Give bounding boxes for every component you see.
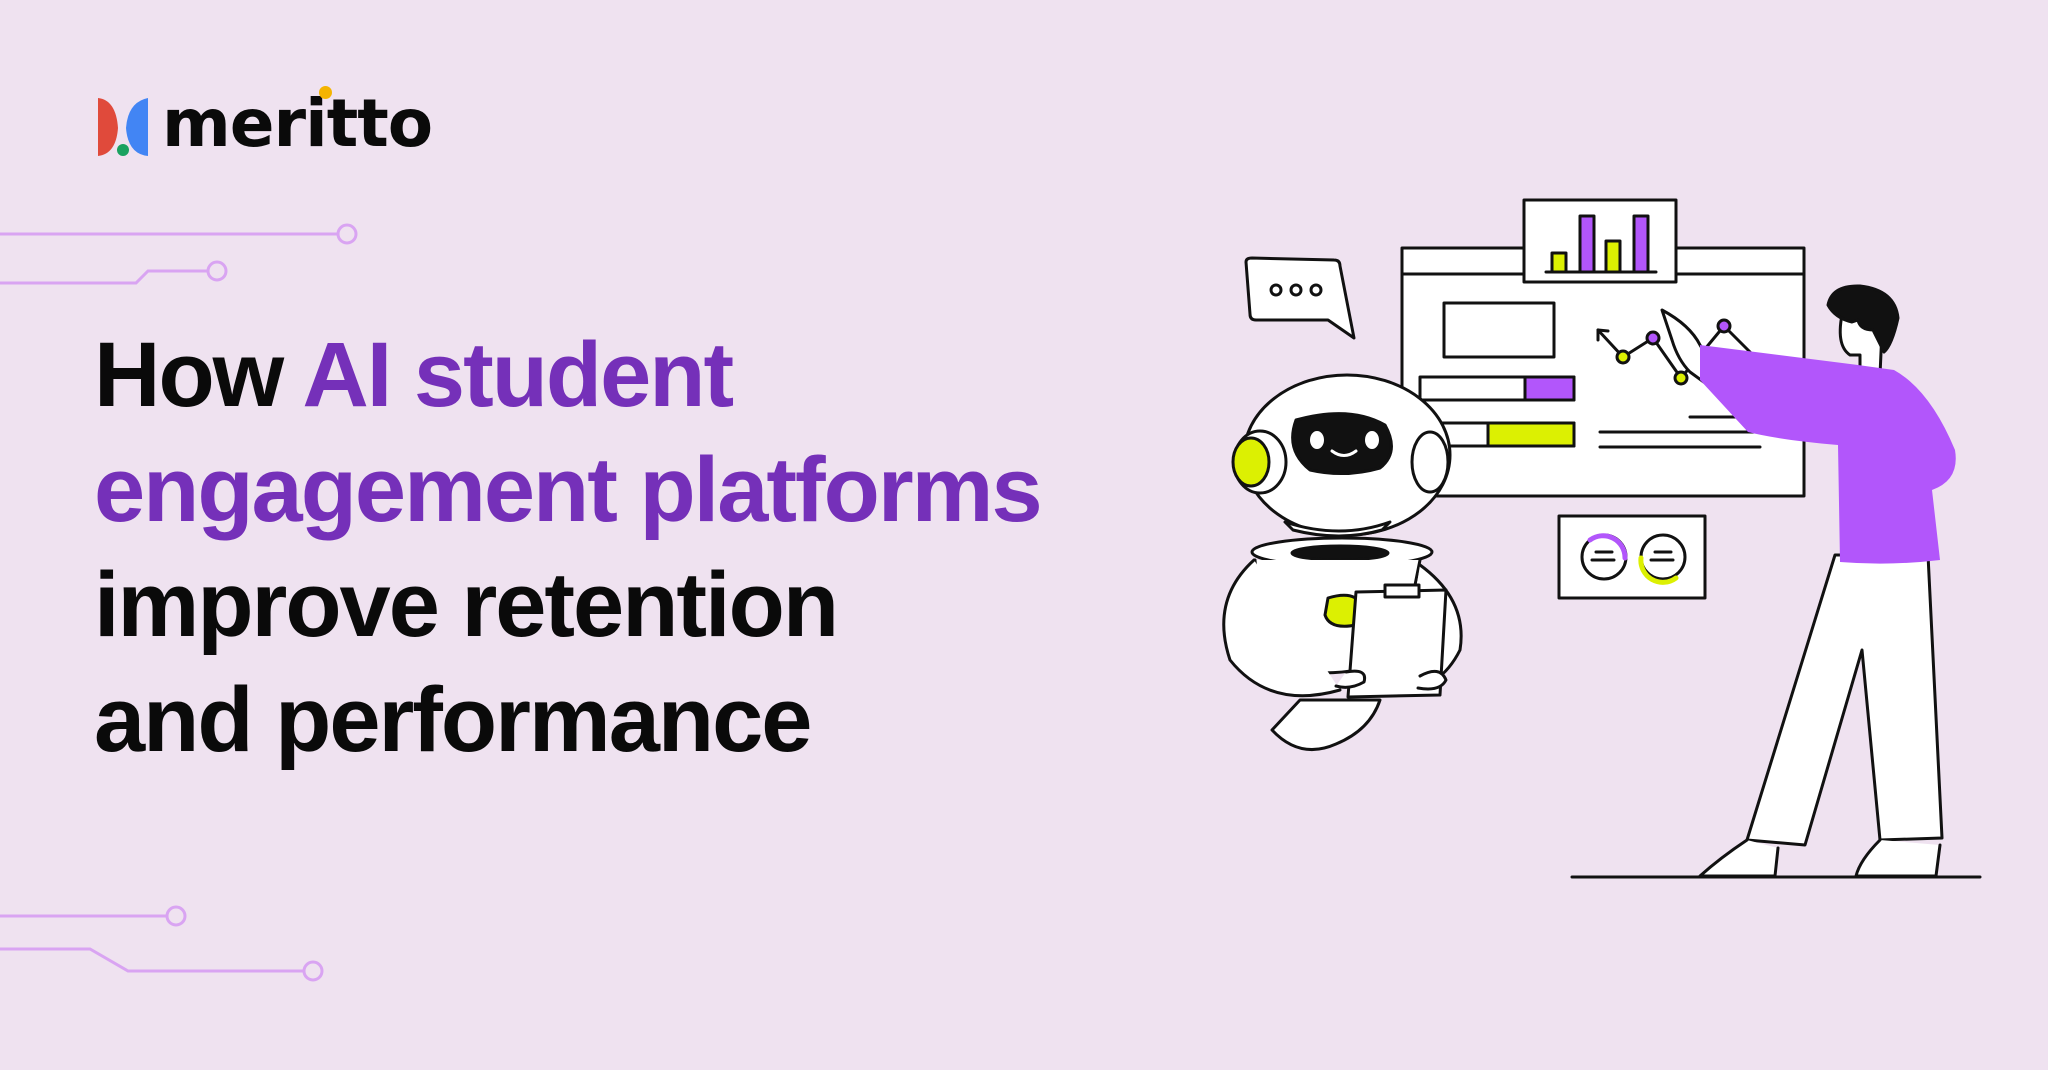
logo-mark-icon (98, 98, 148, 156)
logo-wordmark: meritto (162, 85, 433, 162)
headline-plain-text: How (94, 324, 303, 426)
meritto-logo[interactable]: meritto (96, 85, 433, 162)
headline-line-2: engagement platforms (94, 439, 1043, 541)
presenter-person-icon (1570, 284, 1982, 879)
headline-accent-text: AI student (302, 324, 734, 426)
headline-line-1: How AI student (94, 318, 1041, 433)
headline-line-3: improve retention (94, 554, 839, 656)
logo-i-dot (319, 86, 332, 99)
headline-line-4: and performance (94, 669, 812, 771)
robot-assistant-icon (1222, 373, 1463, 752)
gauges-card-icon (1557, 514, 1707, 600)
dashboard-board-icon (1400, 198, 1806, 498)
page-title: How AI student engagement platforms impr… (94, 318, 1043, 778)
speech-bubble-icon (1244, 256, 1356, 340)
